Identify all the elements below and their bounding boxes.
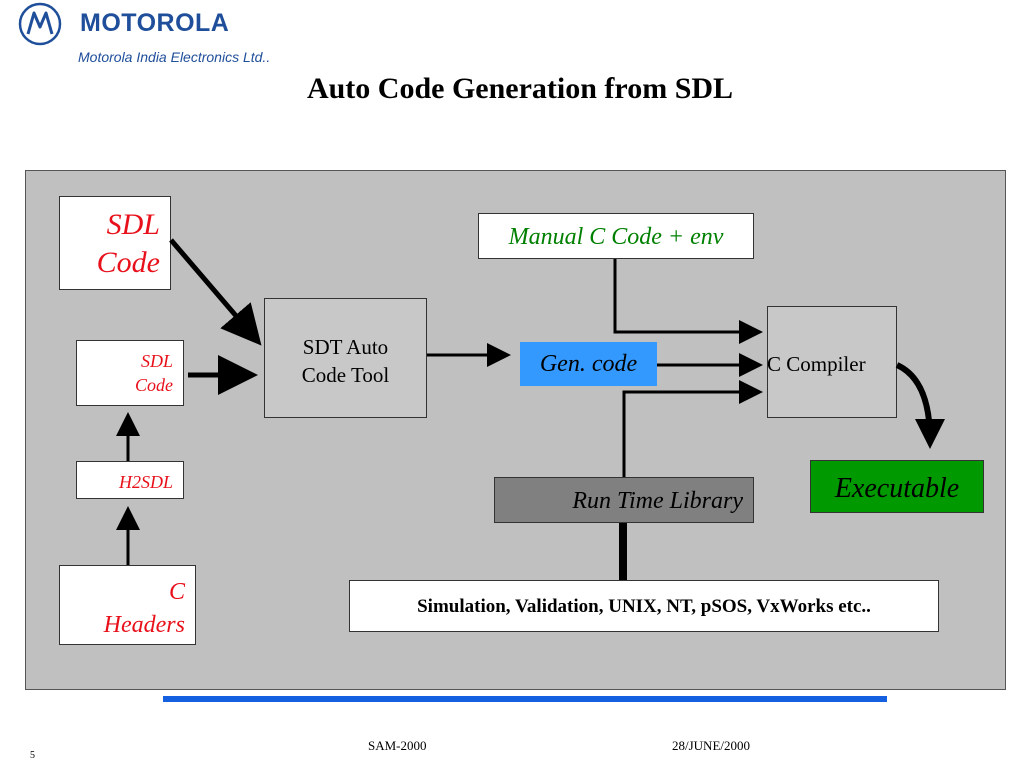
slide-title: Auto Code Generation from SDL xyxy=(306,72,734,105)
footer-page-number: 5 xyxy=(30,750,35,761)
manual-c-code-box: Manual C Code + env xyxy=(478,213,754,259)
c-headers-line1: C xyxy=(168,579,185,605)
c-headers-line2: Headers xyxy=(103,612,185,638)
accent-bar xyxy=(163,696,887,702)
sdl-code-large-line2: Code xyxy=(96,246,160,279)
sdl-code-small-box: SDL Code xyxy=(76,340,184,406)
c-headers-box: C Headers xyxy=(59,565,196,645)
arrow-runtime-to-compiler xyxy=(622,380,763,477)
sdt-tool-line1: SDT Auto xyxy=(302,335,389,359)
footer-event: SAM-2000 xyxy=(368,738,427,753)
company-subtitle: Motorola India Electronics Ltd.. xyxy=(78,49,271,65)
arrow-manual-to-compiler xyxy=(613,259,763,344)
h2sdl-box: H2SDL xyxy=(76,461,184,499)
c-compiler-box xyxy=(767,306,897,418)
motorola-logo-icon xyxy=(18,2,62,46)
sdt-auto-code-tool-box: SDT Auto Code Tool xyxy=(264,298,427,418)
c-compiler-label: C Compiler xyxy=(767,352,866,376)
brand-name: MOTOROLA xyxy=(80,9,230,37)
sdl-code-large-box: SDL Code xyxy=(59,196,171,290)
sdl-code-small-line1: SDL xyxy=(140,351,173,371)
arrow-sdl-large-to-sdt xyxy=(169,238,262,346)
sdl-code-large-line1: SDL xyxy=(106,208,160,241)
executable-box: Executable xyxy=(810,460,984,513)
gen-code-box: Gen. code xyxy=(520,342,657,386)
sdl-code-small-line2: Code xyxy=(135,375,173,395)
sdt-tool-line2: Code Tool xyxy=(301,363,390,387)
run-time-library-box: Run Time Library xyxy=(494,477,754,523)
arrow-compiler-to-executable xyxy=(895,362,945,449)
footer-date: 28/JUNE/2000 xyxy=(672,738,750,753)
platforms-box: Simulation, Validation, UNIX, NT, pSOS, … xyxy=(349,580,939,632)
